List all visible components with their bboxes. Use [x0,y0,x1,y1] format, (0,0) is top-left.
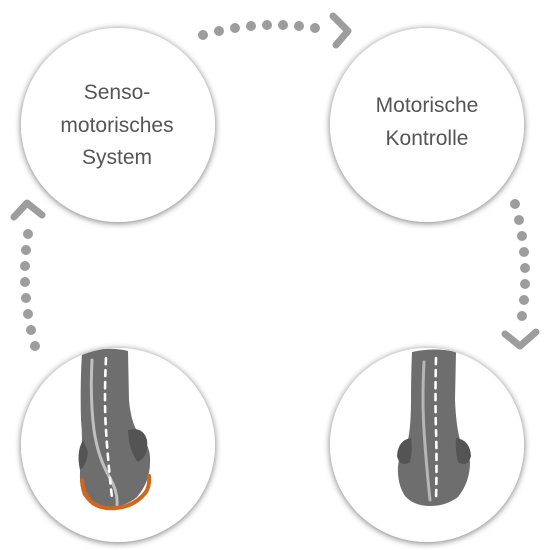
arrow-right [510,199,530,321]
spine-dashes [103,356,114,500]
label-motor-control: Motorische Kontrolle [375,94,479,150]
ankle-bone-left [397,438,412,464]
leg-shape [79,348,151,508]
spine-dashes [434,356,438,502]
arrow-top [198,20,320,40]
leg-highlight [421,360,432,502]
arrowhead-right [501,328,540,350]
ankle-bone-right [455,438,471,464]
label-sensorimotor-system: Senso- motorisches System [60,81,174,170]
ankle-bone-right [128,429,148,462]
insole-shape [80,474,152,511]
node-circle-motor-control [330,28,524,222]
leg-shape [397,349,470,506]
node-circle-sensorimotor [21,28,215,222]
ankle-bone-left [78,440,88,470]
arrowhead-left [10,199,46,221]
foot-after-illustration [397,349,471,506]
foot-before-illustration [78,348,152,511]
arrowhead-top [329,12,352,49]
leg-highlight [89,358,119,507]
arrow-left [20,229,40,351]
